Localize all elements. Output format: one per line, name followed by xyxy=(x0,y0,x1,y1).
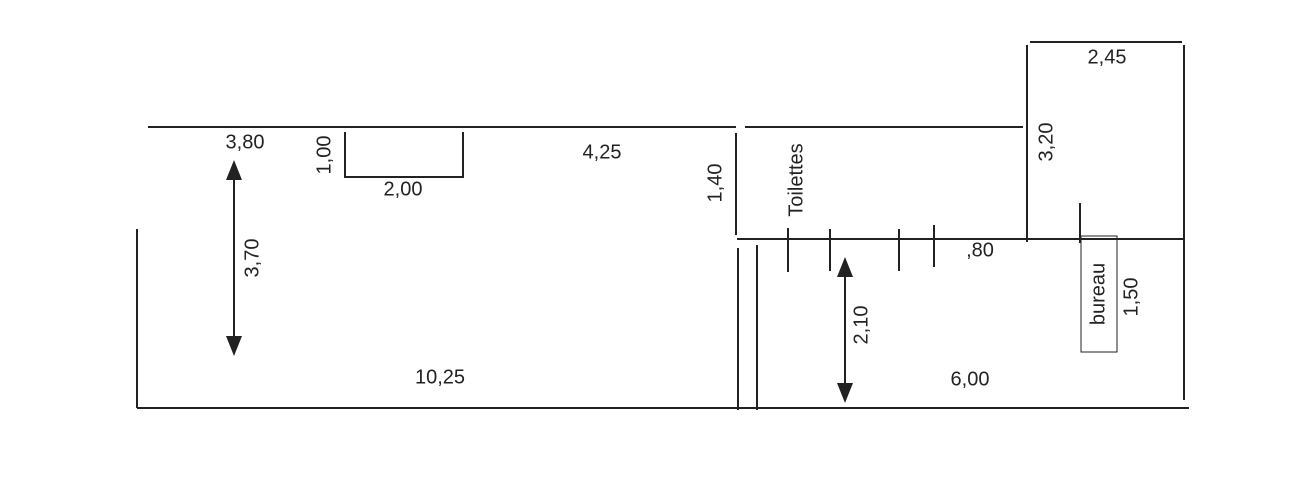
label-niche-depth: 1,00 xyxy=(313,136,335,175)
niche xyxy=(344,132,464,178)
label-bureau: bureau xyxy=(1087,263,1109,325)
label-door-width: ,80 xyxy=(966,239,994,261)
walls xyxy=(136,41,1189,410)
label-niche-width: 2,00 xyxy=(384,178,423,200)
label-bottom-left-width: 10,25 xyxy=(415,366,465,388)
label-bottom-right-width: 6,00 xyxy=(951,368,990,390)
label-step-height: 1,40 xyxy=(704,164,726,203)
label-top-mid-width: 4,25 xyxy=(583,141,622,163)
label-top-left-width: 3,80 xyxy=(226,131,265,153)
dimension-labels: 3,80 1,00 2,00 4,25 1,40 Toilettes 3,70 … xyxy=(226,46,1143,390)
label-left-height: 3,70 xyxy=(241,239,263,278)
bureau-desk xyxy=(1080,235,1118,353)
label-bureau-height: 1,50 xyxy=(1120,278,1142,317)
label-right-height: 2,10 xyxy=(850,306,872,345)
label-toilettes: Toilettes xyxy=(785,143,807,216)
label-office-width: 2,45 xyxy=(1088,46,1127,68)
arrows xyxy=(226,160,853,403)
label-office-height: 3,20 xyxy=(1035,123,1057,162)
